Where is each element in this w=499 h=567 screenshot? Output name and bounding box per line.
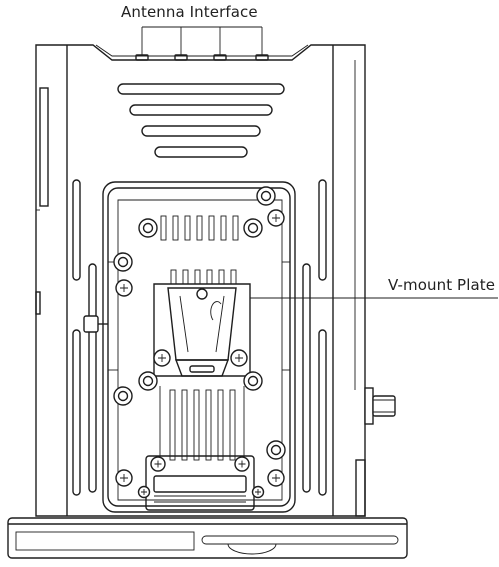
vent-slots (117, 83, 285, 158)
antenna-interface-label: Antenna Interface (121, 3, 258, 21)
screw (153, 349, 171, 367)
side-hardware (83, 315, 396, 425)
screw (138, 371, 158, 391)
screw (230, 349, 248, 367)
screw (251, 485, 265, 499)
screw (138, 218, 158, 238)
side-slots (72, 179, 327, 496)
base-plate (7, 517, 408, 559)
device-housing (35, 44, 366, 517)
v-mount-plate-label: V-mount Plate (388, 276, 496, 294)
screw (115, 279, 133, 297)
screw (150, 456, 166, 472)
lower-ribs (159, 386, 245, 462)
screw (243, 371, 263, 391)
upper-ribs (160, 215, 239, 291)
screw (113, 252, 133, 272)
screw (234, 456, 250, 472)
screw (267, 469, 285, 487)
screw (113, 386, 133, 406)
screw (115, 469, 133, 487)
v-mount-wedge (153, 283, 251, 377)
battery-latch (145, 455, 255, 511)
antenna-leader-lines (141, 26, 263, 55)
screw (267, 209, 285, 227)
screw (256, 186, 276, 206)
screw (266, 440, 286, 460)
screws (113, 186, 286, 499)
screw (243, 218, 263, 238)
screw (137, 485, 151, 499)
